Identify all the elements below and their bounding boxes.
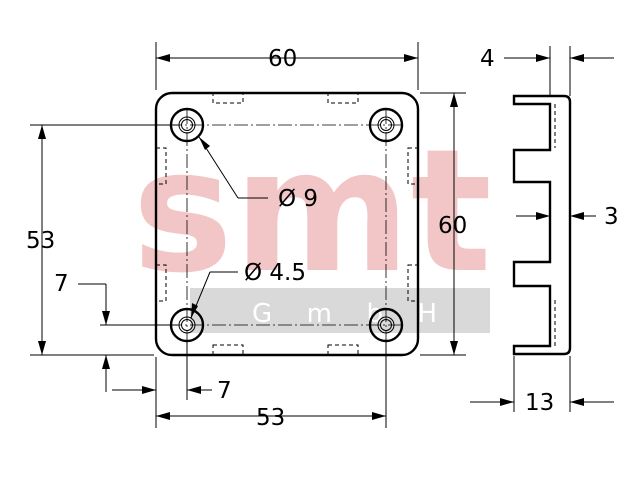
hidden-slot [327, 92, 359, 104]
dim-left-height-label: 53 [26, 228, 55, 254]
side-profile-outline [512, 94, 572, 356]
hidden-slot [212, 344, 244, 356]
watermark-band [190, 288, 490, 333]
dim-top-width: 60 [155, 42, 419, 90]
dim-offset-bottom-label: 7 [217, 378, 232, 404]
dim-offset-left: 7 [54, 271, 178, 392]
hidden-slot [155, 264, 167, 302]
dim-offset-left-label: 7 [54, 271, 69, 297]
plate-outline [154, 91, 420, 357]
dim-side-thickness: 4 [480, 46, 614, 96]
dim-side-step-label: 3 [604, 204, 619, 230]
hidden-slot [327, 344, 359, 356]
dim-top-width-label: 60 [268, 46, 297, 72]
hidden-slot [155, 147, 167, 185]
dim-side-depth: 13 [470, 356, 614, 416]
dim-right-height-label: 60 [438, 213, 467, 239]
watermark-brand: smt [132, 113, 492, 311]
side-view [512, 94, 572, 356]
dim-bottom-width-label: 53 [256, 405, 285, 431]
watermark: smt G m b H [132, 113, 492, 333]
dim-side-step: 3 [516, 204, 619, 230]
dim-side-depth-label: 13 [525, 390, 554, 416]
hole-small-label: Ø 4.5 [244, 260, 306, 286]
hidden-slot [407, 147, 419, 185]
dim-side-thickness-label: 4 [480, 46, 495, 72]
hidden-slot [212, 92, 244, 104]
hidden-slot [407, 264, 419, 302]
leader-hole-small: Ø 4.5 [190, 260, 306, 319]
hole-large-label: Ø 9 [278, 186, 318, 212]
mounting-hole [368, 107, 404, 143]
leader-hole-large: Ø 9 [198, 136, 318, 212]
dim-bottom-width: 53 [156, 341, 387, 431]
dim-left-height: 53 [26, 124, 180, 356]
dim-right-height: 60 [420, 92, 467, 356]
